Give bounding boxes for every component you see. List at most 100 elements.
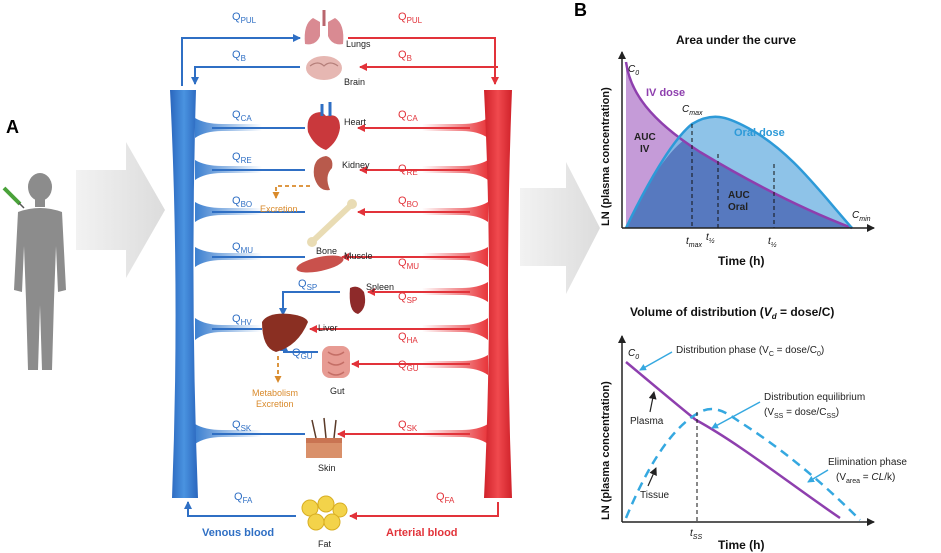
excretion-arrows [272, 185, 310, 383]
auc-cmax: Cmax [682, 104, 703, 117]
q-ca-venous: QCA [232, 109, 252, 123]
q-sp-venous: QSP [298, 278, 317, 292]
q-mu-venous: QMU [232, 241, 253, 255]
q-sk-venous: QSK [232, 419, 252, 433]
q-mu-arterial: QMU [398, 257, 419, 271]
panel-label-b: B [574, 0, 587, 20]
vd-plasma-curve [625, 361, 841, 520]
venous-flow-labels: QPUL QB QCA QRE QBO QMU QSP QHV QGU QSK … [232, 11, 317, 505]
vd-pointer-tissue [647, 467, 657, 487]
label-liver: Liver [318, 323, 338, 333]
vd-pointer-dist [639, 351, 673, 371]
vd-tss: tSS [690, 528, 702, 541]
vd-xlabel: Time (h) [718, 538, 764, 552]
muscle-icon [296, 255, 344, 273]
auc-xlabel: Time (h) [718, 254, 764, 268]
bone-icon [307, 199, 357, 247]
vd-tissue-curve [624, 407, 861, 521]
venous-blood-label: Venous blood [202, 527, 274, 539]
organ-labels: Lungs Brain Heart Kidney Excretion Bone … [252, 39, 394, 549]
auc-chart: Area under the curve LN (plasma concentr… [600, 33, 875, 268]
arterial-vessel [484, 90, 512, 498]
vd-c0: C0 [628, 348, 639, 361]
label-bone: Bone [316, 246, 337, 256]
q-b-arterial: QB [398, 49, 412, 63]
auc-oral-curve [624, 115, 853, 229]
label-lungs: Lungs [346, 39, 371, 49]
vd-plasma-label: Plasma [630, 416, 664, 427]
syringe-icon [2, 186, 25, 209]
flow-arrow-left [76, 142, 165, 278]
label-spleen: Spleen [366, 282, 394, 292]
human-figure-icon [14, 173, 66, 370]
auc-iv-text-2: IV [640, 144, 650, 155]
auc-tmax: tmax [686, 236, 703, 249]
vd-pointer-eq [711, 401, 761, 429]
auc-iv-text-1: AUC [634, 132, 656, 143]
q-pul-venous: QPUL [232, 11, 257, 25]
vd-elim: Elimination phase [828, 457, 907, 468]
q-fa-arterial: QFA [436, 491, 455, 505]
label-metabolism: Metabolism [252, 388, 298, 398]
liver-icon [262, 313, 308, 352]
auc-oral-text-2: Oral [728, 202, 748, 213]
vd-pointer-plasma [648, 391, 657, 413]
auc-oral-dose-label: Oral dose [734, 127, 785, 139]
kidney-icon [313, 156, 333, 191]
vd-dist-eq: Distribution equilibrium [764, 392, 865, 403]
auc-ylabel: LN (plasma concentration) [600, 87, 612, 226]
venous-vessel [170, 90, 198, 498]
q-ca-arterial: QCA [398, 109, 418, 123]
label-gut: Gut [330, 386, 345, 396]
gut-icon [322, 346, 350, 378]
auc-title: Area under the curve [676, 33, 796, 47]
vd-elim-2: (Varea = CL/k) [836, 472, 895, 485]
q-gu-venous: QGU [292, 347, 313, 361]
vd-ylabel: LN (plasma concentration) [600, 381, 612, 520]
auc-c0: C0 [628, 64, 639, 77]
label-excretion: Excretion [260, 204, 298, 214]
q-fa-venous: QFA [234, 491, 253, 505]
label-skin: Skin [318, 463, 336, 473]
q-sp-arterial: QSP [398, 291, 417, 305]
auc-iv-curve [624, 61, 853, 230]
label-fat: Fat [318, 539, 332, 549]
vd-dist-eq-2: (VSS = dose/CSS) [764, 407, 839, 420]
spleen-icon [349, 286, 366, 314]
skin-icon [306, 417, 342, 458]
label-metab-excretion: Excretion [256, 399, 294, 409]
arterial-blood-label: Arterial blood [386, 527, 458, 539]
q-hv-venous: QHV [232, 313, 252, 327]
q-sk-arterial: QSK [398, 419, 418, 433]
brain-icon [306, 56, 342, 80]
auc-oral-text-1: AUC [728, 190, 750, 201]
vd-pointer-elim [807, 469, 829, 483]
vd-tissue-label: Tissue [640, 490, 670, 501]
q-gu-arterial: QGU [398, 359, 419, 373]
q-re-venous: QRE [232, 151, 252, 165]
arterial-flow-labels: QPUL QB QCA QRE QBO QMU QSP QHA QGU QSK … [398, 11, 455, 505]
arterial-flow-lines [309, 37, 499, 520]
q-bo-venous: QBO [232, 195, 252, 209]
label-brain: Brain [344, 77, 365, 87]
auc-cmin: Cmin [852, 210, 871, 223]
vd-chart: Volume of distribution (Vd = dose/C) LN … [600, 305, 907, 552]
lungs-icon [304, 10, 344, 45]
fat-icon [301, 495, 348, 531]
auc-thalf1: t½ [706, 232, 715, 245]
q-bo-arterial: QBO [398, 195, 418, 209]
vd-title: Volume of distribution (Vd = dose/C) [630, 305, 834, 321]
auc-thalf2: t½ [768, 236, 777, 249]
panel-label-a: A [6, 117, 19, 137]
heart-icon [307, 102, 340, 150]
q-re-arterial: QRE [398, 163, 418, 177]
flow-arrow-right [520, 162, 600, 294]
auc-overlap-area [626, 140, 852, 228]
q-pul-arterial: QPUL [398, 11, 423, 25]
label-kidney: Kidney [342, 160, 370, 170]
auc-iv-dose-label: IV dose [646, 87, 685, 99]
arterial-branches [422, 118, 488, 444]
vd-dist-phase: Distribution phase (VC = dose/C0) [676, 345, 824, 358]
q-b-venous: QB [232, 49, 246, 63]
